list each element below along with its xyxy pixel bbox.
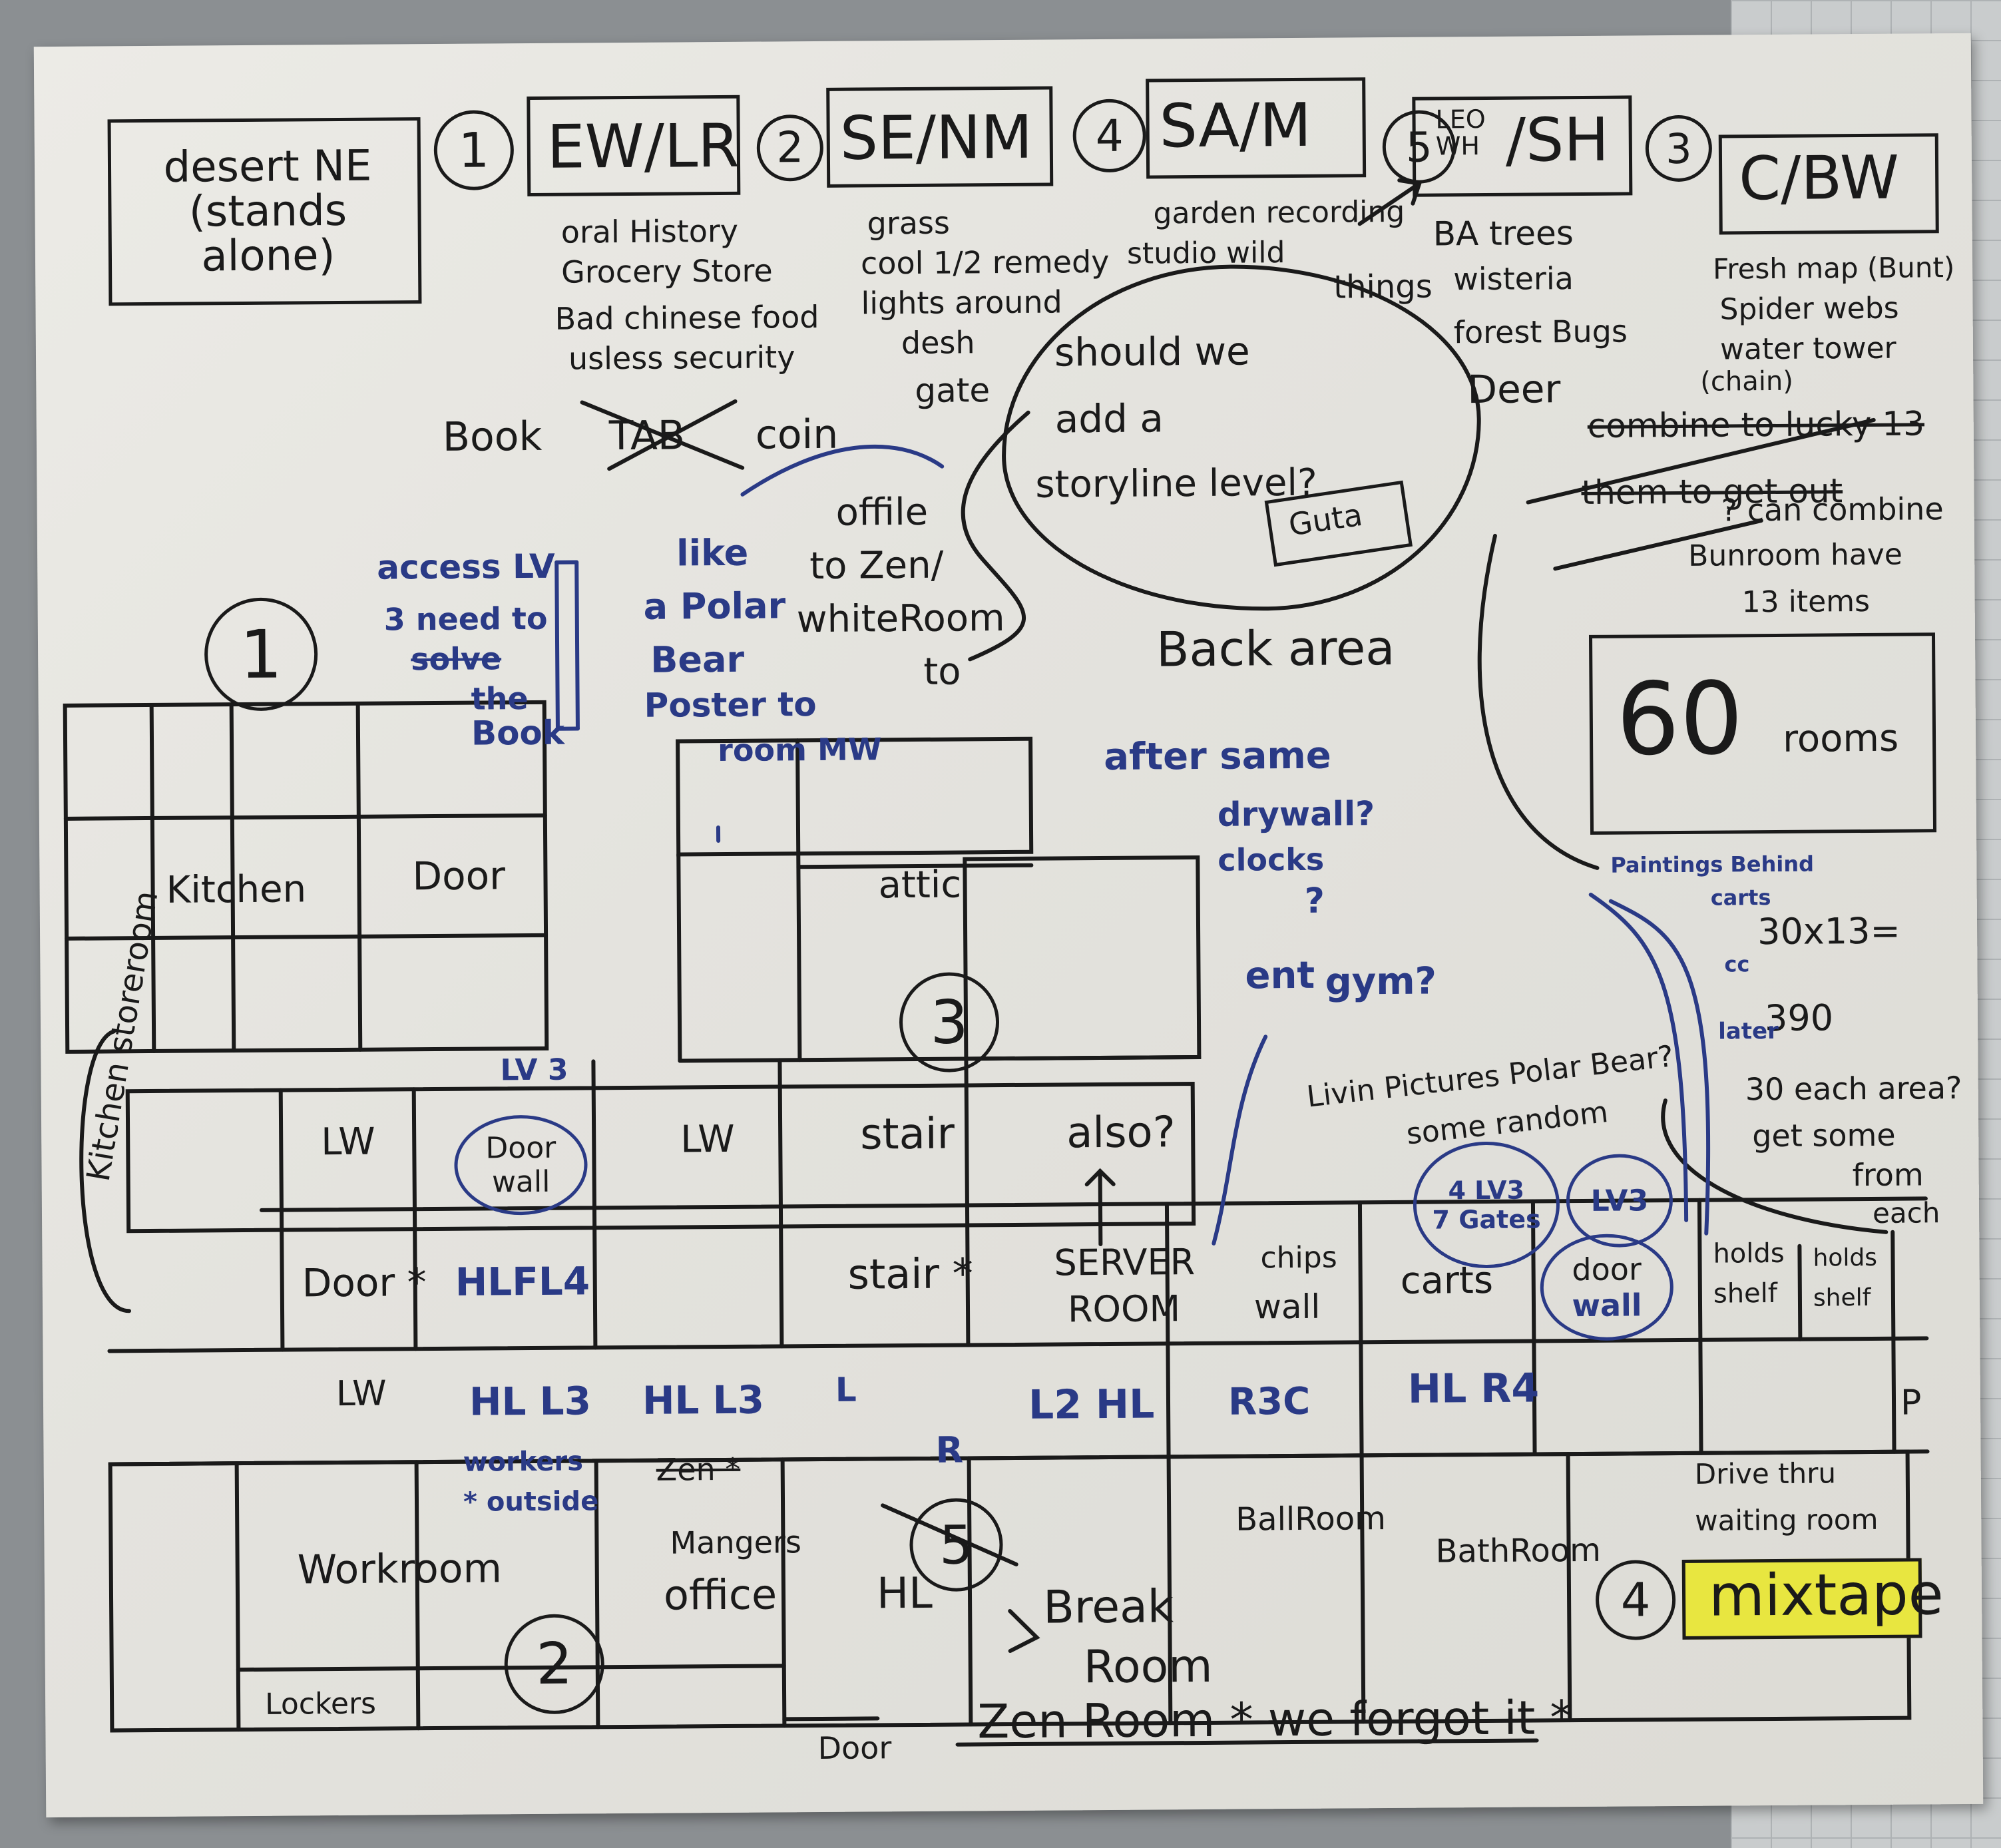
office-line-2: to Zen/ (809, 543, 944, 588)
later-note: later (1718, 1017, 1779, 1045)
rooms-total-word: rooms (1782, 716, 1899, 761)
paintings-line-1: Paintings Behind (1610, 851, 1815, 878)
header-5-prefix: LEO WH (1435, 104, 1486, 161)
holds-shelf-2-line-2: shelf (1813, 1283, 1871, 1312)
hallway-r3c: R3C (1227, 1379, 1311, 1424)
server-room-line-2: ROOM (1067, 1287, 1181, 1331)
room-door-bottom: Door (817, 1730, 892, 1767)
room-lockers: Lockers (264, 1686, 377, 1722)
room-stair-1: stair (859, 1109, 955, 1160)
room-hl: HL (876, 1568, 933, 1619)
workers-line-1: workers (463, 1446, 584, 1478)
cloud-line-2: add a (1054, 395, 1164, 442)
section-1-number: 1 (204, 597, 318, 712)
room-attic: attic (878, 863, 962, 907)
section-2-number: 2 (504, 1614, 605, 1715)
zen-room-note: Zen Room * we forgot it * (977, 1690, 1574, 1749)
room-door-top: Door (412, 853, 506, 899)
header-2-label: SE/NM (839, 102, 1033, 174)
math-line-4: get some (1752, 1116, 1896, 1154)
combine-crossed-1: combine to lucky 13 (1587, 404, 1925, 445)
office-line-1: offile (835, 490, 929, 535)
room-lw-1: LW (321, 1120, 375, 1164)
gym-note: gym? (1325, 959, 1437, 1004)
math-line-3: 30 each area? (1745, 1070, 1962, 1108)
cc-note: cc (1724, 951, 1750, 977)
zen-note: Zen * (656, 1451, 741, 1488)
room-lw-2: LW (680, 1117, 735, 1162)
room-bathroom: BathRoom (1435, 1531, 1602, 1570)
chips-wall-line-2: wall (1253, 1287, 1321, 1327)
room-stair-2: stair * (847, 1249, 973, 1299)
office-line-4: to (923, 650, 961, 694)
lv3-note: LV 3 (500, 1052, 568, 1088)
room-ballroom: BallRoom (1235, 1500, 1387, 1538)
header-3-label: C/BW (1738, 142, 1900, 214)
hallway-l: L (835, 1370, 857, 1409)
header-4-label: SA/M (1159, 90, 1312, 162)
rooms-mw-note: room MW (717, 731, 882, 769)
section-3-number: 3 (899, 972, 1000, 1073)
sketch-lines (63, 178, 1930, 1747)
lv3b-circle: LV3 (1566, 1154, 1673, 1248)
door-wall-circle-2: door wall (1540, 1234, 1674, 1341)
crossed-note: TAB (608, 412, 686, 460)
room-door-star: Door * (302, 1260, 427, 1306)
office-line-3: whiteRoom (796, 596, 1005, 642)
desert-label: desert NE (stands alone) (163, 141, 372, 282)
room-kitchen: Kitchen (166, 867, 307, 912)
combine-line-3: 13 items (1741, 584, 1871, 620)
room-drive-thru: Drive thru (1694, 1457, 1837, 1491)
coin-note: coin (755, 411, 839, 459)
holds-shelf-1-line-2: shelf (1713, 1277, 1778, 1309)
header-1-label: EW/LR (547, 111, 740, 182)
hallway-l2hl: L2 HL (1028, 1381, 1155, 1429)
room-waiting: waiting room (1695, 1502, 1879, 1537)
room-also: also? (1066, 1108, 1176, 1158)
combine-line-1: ? can combine (1721, 491, 1944, 529)
room-hlfl4: HLFL4 (455, 1258, 590, 1305)
cloud-line-1: should we (1054, 328, 1250, 375)
managers-line-1: Mangers (670, 1524, 802, 1561)
header-3-number: 3 (1645, 115, 1713, 182)
ent-question: ? (1304, 881, 1325, 921)
hallway-hl-l3b: HL L3 (642, 1377, 765, 1423)
hallway-hl-l3: HL L3 (469, 1378, 592, 1425)
math-line-6: each (1872, 1196, 1940, 1230)
workers-line-2: * outside (463, 1486, 599, 1518)
lv3-gates-circle: 4 LV3 7 Gates (1413, 1141, 1560, 1269)
hallway-hl-r4: HL R4 (1407, 1365, 1540, 1413)
holds-shelf-2-line-1: holds (1813, 1244, 1878, 1272)
header-5-label: /SH (1505, 105, 1610, 176)
break-room-line-2: Room (1083, 1640, 1213, 1694)
break-room-line-1: Break (1042, 1580, 1174, 1634)
math-line-1: 30x13= (1757, 909, 1900, 953)
chips-wall-line-1: chips (1260, 1240, 1337, 1275)
ent-note: ent (1245, 953, 1315, 998)
room-lw-3: LW (335, 1373, 387, 1415)
header-1-number: 1 (433, 110, 515, 190)
hallway-r: R (935, 1429, 964, 1471)
server-room-line-1: SERVER (1054, 1241, 1196, 1284)
room-carts: carts (1400, 1258, 1494, 1303)
section-4-number: 4 (1595, 1560, 1676, 1640)
room-workroom: Workroom (297, 1545, 503, 1594)
header-4-number: 4 (1072, 99, 1147, 173)
rooms-total-number: 60 (1616, 661, 1744, 778)
managers-line-2: office (663, 1570, 778, 1620)
book-note: Book (442, 413, 543, 461)
combine-line-2: Bunroom have (1687, 537, 1903, 573)
sketch-paper: desert NE (stands alone) 1 EW/LR 2 SE/NM… (33, 33, 1984, 1818)
math-line-5: from (1852, 1156, 1924, 1194)
paintings-line-2: carts (1710, 885, 1771, 911)
door-wall-circle: Door wall (453, 1114, 588, 1216)
back-area-note: Back area (1156, 619, 1395, 678)
room-p: P (1900, 1383, 1922, 1423)
room-mixtape: mixtape (1708, 1561, 1944, 1630)
header-2-number: 2 (756, 114, 824, 182)
holds-shelf-1-line-1: holds (1713, 1238, 1785, 1270)
